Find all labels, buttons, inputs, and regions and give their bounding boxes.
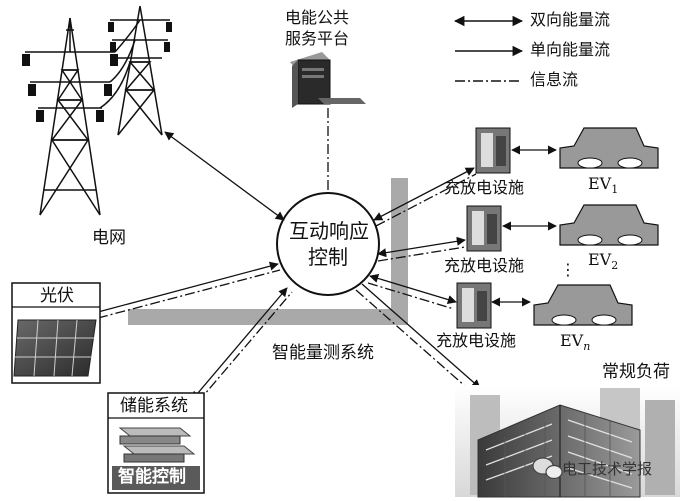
center-label-line1: 互动响应 <box>289 219 369 243</box>
ev-label-2-base: EV <box>588 250 612 269</box>
grid-label: 电网 <box>92 228 126 248</box>
more-chargers-dots: ⋮ <box>560 260 576 279</box>
legend <box>453 15 524 82</box>
metering-label: 智能量测系统 <box>272 343 374 363</box>
legend-bidirectional: 双向能量流 <box>530 10 611 29</box>
center-label-line2: 控制 <box>308 245 348 269</box>
legend-unidirectional: 单向能量流 <box>530 40 611 59</box>
control-circle <box>276 192 380 296</box>
computer-icon <box>290 52 366 108</box>
building-icon <box>455 385 680 498</box>
charger-icon <box>456 282 492 329</box>
charger-label-3: 充放电设施 <box>436 331 517 350</box>
platform-label-line2: 服务平台 <box>285 29 350 48</box>
storage-label: 储能系统 <box>120 396 188 416</box>
car-icon <box>559 204 659 246</box>
platform-label-line1: 电能公共 <box>285 8 350 27</box>
ev-label-3: EVn <box>560 331 591 354</box>
insulator-icons <box>22 22 172 122</box>
ev-label-3-base: EV <box>560 331 584 350</box>
charger-label-1: 充放电设施 <box>444 178 525 197</box>
ev-label-2-sub: 2 <box>611 259 619 273</box>
charger-icon <box>475 127 511 174</box>
battery-rack-icon <box>107 392 205 494</box>
smart-control-label: 智能控制 <box>118 467 186 487</box>
legend-information: 信息流 <box>530 70 579 89</box>
ev-label-3-sub: n <box>583 340 591 354</box>
flow-lines <box>97 108 557 403</box>
pv-label: 光伏 <box>40 286 74 306</box>
car-icon <box>533 284 633 326</box>
ev-label-1-sub: 1 <box>611 183 619 197</box>
solar-panel-icon <box>11 282 101 384</box>
charger-label-2: 充放电设施 <box>444 256 525 275</box>
tower-icon <box>25 5 170 216</box>
wechat-icon <box>532 457 563 480</box>
ev-label-2: EV2 <box>588 250 619 273</box>
ev-label-1-base: EV <box>588 174 612 193</box>
load-label: 常规负荷 <box>602 362 670 382</box>
charger-icon <box>466 205 502 252</box>
ev-label-1: EV1 <box>588 174 619 197</box>
car-icon <box>559 127 659 169</box>
watermark-text: 电工技术学报 <box>562 460 653 478</box>
